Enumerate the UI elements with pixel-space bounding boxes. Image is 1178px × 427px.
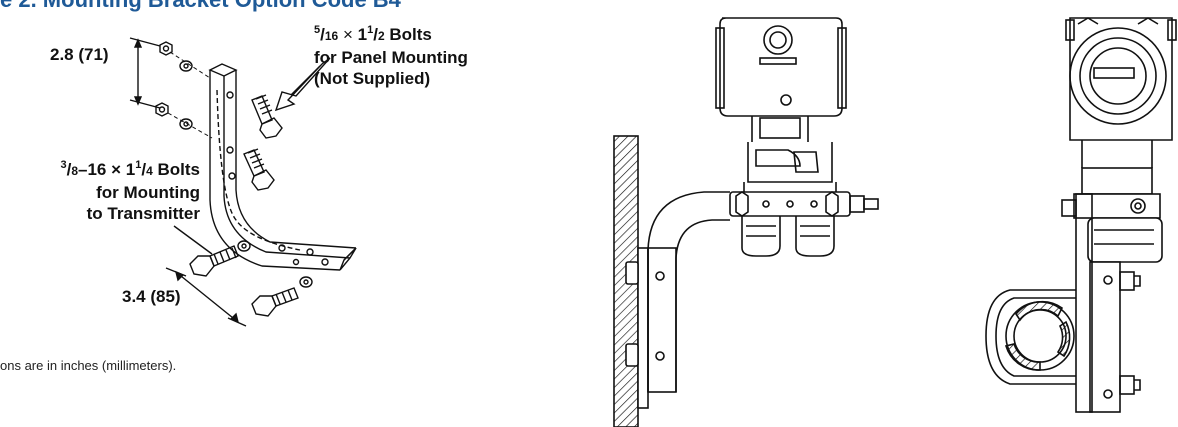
units-note: ons are in inches (millimeters). [0, 358, 177, 373]
transmitter-housing [715, 17, 847, 142]
transmitter-bolt-lower-left [189, 240, 251, 277]
transmitter-bolts-callout: 3/8–16 × 11/4 Bolts for Mounting to Tran… [0, 155, 200, 224]
transmitter-bolt-middle [243, 148, 275, 191]
dimension-horizontal [165, 267, 247, 327]
dimension-horizontal-label: 3.4 (85) [122, 287, 181, 306]
dimension-vertical [129, 37, 161, 109]
panel-bolts-line2: for Panel Mounting [314, 48, 468, 67]
panel-mount-diagram [613, 17, 879, 427]
transmitter-bolts-line2: for Mounting [96, 183, 200, 202]
l-bracket [208, 63, 357, 271]
lower-nut-washer [155, 102, 193, 130]
panel-callout-arrow [274, 57, 331, 112]
figure-title: e 2. Mounting Bracket Option Code B4 [0, 0, 401, 13]
upper-nut-washer [159, 41, 193, 72]
dimension-vertical-label: 2.8 (71) [50, 45, 109, 64]
panel-bolt-upper [251, 94, 283, 139]
pipe-mount-diagram [985, 17, 1177, 413]
transmitter-bolt-lower-right [251, 276, 313, 317]
panel-bolts-callout: 5/16 × 11/2 Bolts for Panel Mounting (No… [314, 20, 468, 89]
transmitter-bolts-line3: to Transmitter [86, 204, 200, 223]
panel-bolts-line3: (Not Supplied) [314, 69, 431, 88]
exploded-bracket-diagram [129, 37, 357, 327]
transmitter-bolts-line1: 3/8–16 × 11/4 Bolts [60, 159, 200, 179]
panel-bolts-line1: 5/16 × 11/2 Bolts [314, 24, 432, 44]
pipe-transmitter-housing [1065, 17, 1177, 168]
